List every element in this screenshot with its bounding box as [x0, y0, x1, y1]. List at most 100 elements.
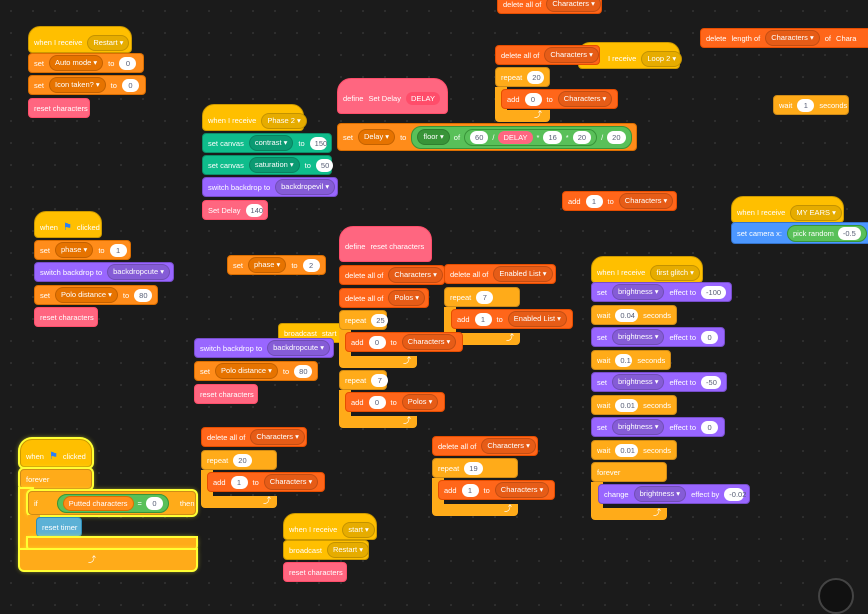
value-input[interactable]: 150: [309, 136, 327, 150]
call-reset-characters-block[interactable]: reset characters: [194, 384, 258, 404]
list-dropdown[interactable]: Polos: [401, 394, 439, 410]
delete-all-characters-block[interactable]: delete all of Characters: [201, 427, 307, 447]
value-input[interactable]: 0: [701, 330, 719, 344]
repeat-block[interactable]: repeat 20: [495, 67, 550, 87]
pick-random-operator[interactable]: pick random -0.5: [787, 224, 867, 242]
variable-dropdown[interactable]: phase: [55, 242, 94, 258]
set-auto-mode-block[interactable]: set Auto mode to 0: [28, 53, 144, 73]
message-dropdown[interactable]: Phase 2: [261, 112, 307, 129]
set-polo-distance-block[interactable]: set Polo distance to 80: [194, 361, 318, 381]
delete-all-enabled-list-block[interactable]: delete all of Enabled List: [444, 264, 556, 284]
list-dropdown[interactable]: Characters: [481, 438, 536, 454]
set-brightness-effect-block[interactable]: set brightness effect to 0: [591, 327, 725, 347]
value-input[interactable]: 50: [315, 158, 333, 172]
set-brightness-effect-block[interactable]: set brightness effect to 0: [591, 417, 725, 437]
repeat-block[interactable]: repeat 7: [339, 370, 389, 390]
value-input[interactable]: 80: [294, 364, 312, 378]
wait-input[interactable]: 0.01: [615, 398, 639, 412]
add-to-characters-block[interactable]: add 0 to Characters: [501, 89, 618, 109]
list-dropdown[interactable]: Characters: [765, 30, 820, 46]
param-dropdown[interactable]: saturation: [248, 157, 300, 173]
set-polo-distance-block[interactable]: set Polo distance to 80: [34, 285, 158, 305]
value-input[interactable]: 0: [368, 395, 386, 409]
forever-block[interactable]: forever: [591, 462, 667, 482]
value-input[interactable]: 140: [245, 203, 263, 217]
delete-all-characters-block[interactable]: delete all of Characters: [495, 45, 600, 65]
broadcast-restart-block[interactable]: broadcast Restart: [283, 540, 369, 560]
value-input[interactable]: -0.02: [724, 487, 746, 501]
value-input[interactable]: 0: [121, 78, 139, 92]
switch-backdrop-block[interactable]: switch backdrop to backdropevil: [202, 177, 338, 197]
wait-input[interactable]: 0.1: [615, 353, 633, 367]
repeat-block[interactable]: repeat 19: [432, 458, 518, 478]
forever-block[interactable]: forever: [20, 469, 92, 489]
list-dropdown[interactable]: Characters: [544, 47, 599, 63]
delete-all-characters-block[interactable]: delete all of Characters: [339, 265, 445, 285]
add-to-characters-block[interactable]: add 0 to Characters: [345, 332, 463, 352]
list-dropdown[interactable]: Polos: [388, 290, 425, 306]
list-dropdown[interactable]: Characters: [494, 482, 550, 498]
set-canvas-contrast-block[interactable]: set canvas contrast to 150: [202, 133, 332, 153]
when-receive-first-glitch-hat[interactable]: when I receive first glitch: [591, 256, 703, 283]
list-dropdown[interactable]: Characters: [557, 91, 613, 107]
value-input[interactable]: 1: [230, 475, 248, 489]
backdrop-dropdown[interactable]: backdropevil: [275, 179, 336, 195]
variable-dropdown[interactable]: Polo distance: [215, 363, 278, 379]
floor-dropdown[interactable]: floor: [417, 129, 450, 145]
when-receive-my-ears-hat[interactable]: when I receive MY EARS: [731, 196, 844, 223]
repeat-count-input[interactable]: 19: [464, 461, 483, 475]
variable-dropdown[interactable]: Delay: [358, 129, 396, 145]
call-reset-characters-block[interactable]: reset characters: [34, 307, 98, 327]
add-to-characters-block[interactable]: add 1 to Characters: [562, 191, 677, 211]
wait-input[interactable]: 0.04: [615, 308, 639, 322]
set-canvas-saturation-block[interactable]: set canvas saturation to 50: [202, 155, 333, 175]
effect-dropdown[interactable]: brightness: [612, 329, 665, 345]
value-input[interactable]: 80: [134, 288, 152, 302]
message-dropdown[interactable]: start: [342, 521, 375, 538]
repeat-count-input[interactable]: 20: [233, 453, 252, 467]
message-dropdown[interactable]: Restart: [87, 34, 130, 51]
delete-length-block[interactable]: delete length of Characters of Chara: [700, 28, 868, 48]
value-input[interactable]: 20: [607, 130, 626, 144]
value-input[interactable]: 20: [572, 130, 592, 144]
value-input[interactable]: 0: [145, 496, 163, 510]
set-delay-block[interactable]: set Delay to floor of 60 / DELAY * 16 * …: [337, 123, 637, 151]
value-input[interactable]: 0: [119, 56, 137, 70]
delete-all-characters-block[interactable]: delete all of Characters: [432, 436, 538, 456]
when-receive-phase2-hat[interactable]: when I receive Phase 2: [202, 104, 307, 131]
set-phase-block[interactable]: set phase to 1: [34, 240, 131, 260]
value-input[interactable]: 1: [461, 483, 479, 497]
set-icon-taken-block[interactable]: set Icon taken? to 0: [28, 75, 146, 95]
add-to-enabled-list-block[interactable]: add 1 to Enabled List: [451, 309, 573, 329]
value-input[interactable]: 1: [585, 194, 603, 208]
add-to-characters-block[interactable]: add 1 to Characters: [438, 480, 555, 500]
value-input[interactable]: 2: [302, 258, 320, 272]
repeat-block[interactable]: repeat 20: [201, 450, 277, 470]
variable-dropdown[interactable]: Icon taken?: [49, 77, 106, 93]
wait-input[interactable]: 0.01: [615, 443, 639, 457]
change-brightness-effect-block[interactable]: change brightness effect by -0.02: [598, 484, 750, 504]
value-input[interactable]: 1: [109, 243, 127, 257]
wait-block[interactable]: wait 0.01 seconds: [591, 440, 677, 460]
message-dropdown[interactable]: first glitch: [650, 264, 700, 281]
math-operator[interactable]: 60 / DELAY * 16 * 20: [464, 128, 598, 146]
floor-operator[interactable]: floor of 60 / DELAY * 16 * 20 / 20: [411, 125, 632, 149]
list-dropdown[interactable]: Characters: [250, 429, 305, 445]
wait-block[interactable]: wait 0.1 seconds: [591, 350, 671, 370]
delete-all-polos-block[interactable]: delete all of Polos: [339, 288, 429, 308]
effect-dropdown[interactable]: brightness: [612, 419, 665, 435]
repeat-count-input[interactable]: 7: [371, 373, 389, 387]
backdrop-dropdown[interactable]: backdropcute: [107, 264, 171, 280]
when-receive-start-hat[interactable]: when I receive start: [283, 513, 377, 540]
define-reset-characters-hat[interactable]: define reset characters: [339, 226, 432, 262]
value-input[interactable]: 60: [470, 130, 489, 144]
backdrop-dropdown[interactable]: backdropcute: [267, 340, 331, 356]
when-receive-restart-hat[interactable]: when I receive Restart: [28, 26, 132, 53]
add-to-characters-block[interactable]: add 1 to Characters: [207, 472, 325, 492]
effect-dropdown[interactable]: brightness: [612, 284, 665, 300]
call-reset-characters-block[interactable]: reset characters: [283, 562, 347, 582]
repeat-block[interactable]: repeat 25: [339, 310, 389, 330]
when-flag-clicked-hat[interactable]: when ⚑ clicked: [20, 439, 92, 467]
message-dropdown[interactable]: MY EARS: [790, 204, 842, 221]
value-input[interactable]: 0: [701, 420, 719, 434]
